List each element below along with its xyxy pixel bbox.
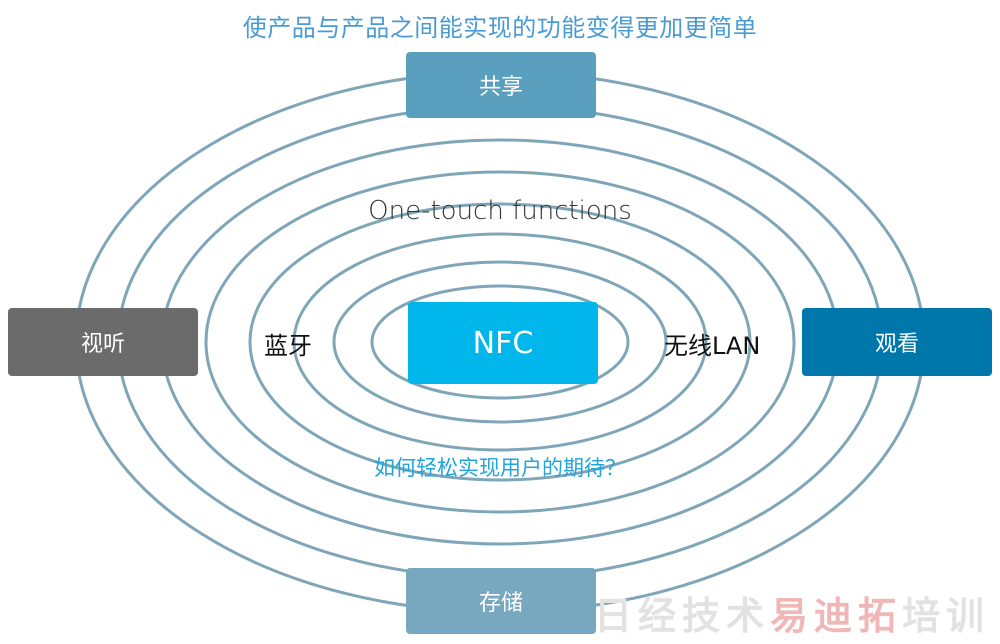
watch-box: 观看 bbox=[802, 308, 992, 376]
watermark: 日经技术易迪拓培训 bbox=[594, 585, 990, 640]
diagram-title: 使产品与产品之间能实现的功能变得更加更简单 bbox=[242, 14, 758, 42]
one-touch-label: One-touch functions bbox=[368, 196, 632, 226]
watermark-text-gray2: 培训 bbox=[901, 594, 990, 638]
watermark-text-gray: 日经技术 bbox=[593, 594, 770, 638]
bluetooth-label: 蓝牙 bbox=[264, 332, 312, 360]
ring-4 bbox=[204, 170, 796, 514]
ring-5 bbox=[248, 202, 752, 482]
ring-6 bbox=[292, 232, 708, 452]
wlan-label: 无线LAN bbox=[664, 332, 761, 360]
ring-7 bbox=[332, 260, 668, 424]
ring-8 bbox=[370, 284, 630, 400]
nfc-box: NFC bbox=[408, 302, 598, 384]
watermark-text-red: 易迪拓 bbox=[769, 594, 902, 638]
question-label: 如何轻松实现用户的期待？ bbox=[374, 456, 626, 480]
share-box: 共享 bbox=[406, 52, 596, 118]
listen-box: 视听 bbox=[8, 308, 198, 376]
store-box: 存储 bbox=[406, 568, 596, 634]
